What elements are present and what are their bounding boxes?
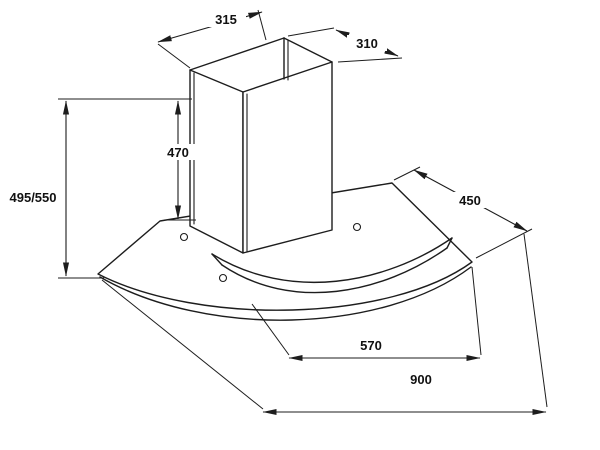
dim-label-470: 470 [167, 145, 189, 160]
chimney-left-face [189, 69, 244, 254]
extension-line [337, 57, 403, 63]
label-background [347, 35, 387, 51]
label-background [206, 11, 246, 27]
canopy-inner-right-edge [446, 237, 453, 249]
mount-hole-left [179, 232, 189, 242]
dim-label-310: 310 [356, 36, 378, 51]
canopy-outline [97, 182, 473, 311]
dimension-chimney-width: 315 [157, 9, 267, 69]
canopy-inner-left-edge [211, 253, 223, 266]
label-background [158, 144, 198, 160]
extension-line [523, 233, 548, 408]
chimney-top-back-left-edge [189, 37, 285, 71]
extension-line [475, 228, 533, 259]
canopy-inner-curve-lower [221, 247, 448, 294]
dimension-chimney-depth: 310 [287, 27, 403, 63]
dimension-chimney-height: 470 [158, 100, 198, 221]
canopy-front-lip [99, 266, 472, 321]
dimension-canopy-depth: 450 [393, 166, 533, 259]
mount-hole-front [218, 273, 228, 283]
chimney-right-face [242, 61, 333, 254]
dim-label-495-550: 495/550 [10, 190, 57, 205]
dim-label-315: 315 [215, 12, 237, 27]
dim-label-900: 900 [410, 372, 432, 387]
dim-label-450: 450 [459, 193, 481, 208]
dimension-overall-height: 495/550 [10, 98, 192, 279]
dim-label-570: 570 [360, 338, 382, 353]
extension-line [251, 303, 290, 356]
label-background [450, 192, 490, 208]
extension-line [471, 266, 482, 356]
dimension-canopy-width: 900 [101, 233, 548, 416]
extension-line [393, 166, 421, 181]
dimension-inner-width: 570 [251, 266, 482, 362]
mount-hole-right [352, 222, 362, 232]
extension-line [287, 27, 335, 37]
extension-line [157, 43, 191, 69]
chimney-top-back-right-edge [283, 37, 333, 63]
canopy-inner-curve-upper [211, 237, 453, 284]
extension-line [257, 9, 267, 41]
extension-line [101, 279, 264, 410]
hood-canopy [97, 182, 473, 321]
chimney-duct [189, 37, 333, 254]
